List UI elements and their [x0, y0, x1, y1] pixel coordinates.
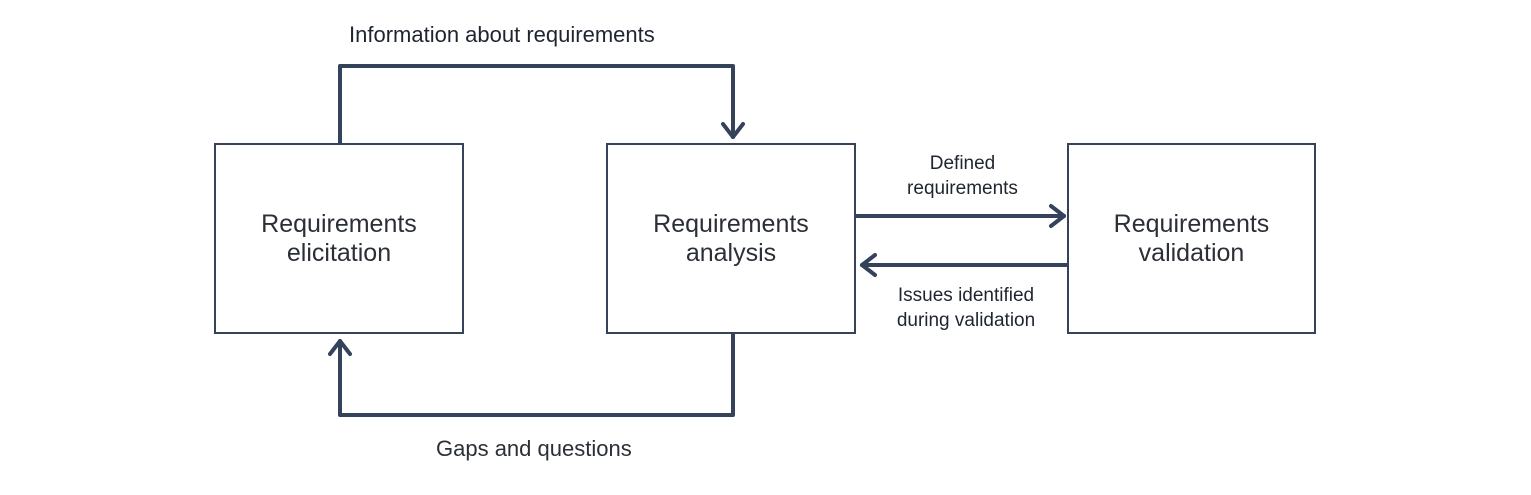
elicitation-title-line2: elicitation [286, 238, 392, 267]
analysis-title-line2: analysis [685, 238, 777, 267]
arrow-information-head [721, 122, 745, 139]
requirements-elicitation-box: Requirements elicitation [214, 143, 464, 334]
arrow-information-path [338, 64, 735, 145]
arrow-gaps-head [328, 339, 352, 356]
arrow-issues-head [860, 253, 877, 277]
gaps-and-questions-label: Gaps and questions [436, 436, 632, 461]
requirements-validation-box: Requirements validation [1067, 143, 1316, 334]
arrow-defined-head [1049, 204, 1066, 228]
issues-identified-line1: Issues identified [897, 285, 1035, 306]
defined-requirements-label: Defined requirements [880, 151, 1045, 201]
validation-title-line2: validation [1138, 238, 1245, 267]
validation-title-line1: Requirements [1113, 209, 1270, 238]
elicitation-title-line1: Requirements [261, 209, 417, 238]
arrow-gaps-path [338, 332, 735, 417]
defined-requirements-line1: Defined [929, 153, 996, 174]
issues-identified-label: Issues identified during validation [866, 283, 1066, 333]
issues-identified-line2: during validation [896, 310, 1036, 331]
information-about-requirements-label: Information about requirements [349, 22, 655, 47]
requirements-analysis-box: Requirements analysis [606, 143, 856, 334]
analysis-title-line1: Requirements [653, 209, 809, 238]
defined-requirements-line2: requirements [907, 178, 1018, 199]
